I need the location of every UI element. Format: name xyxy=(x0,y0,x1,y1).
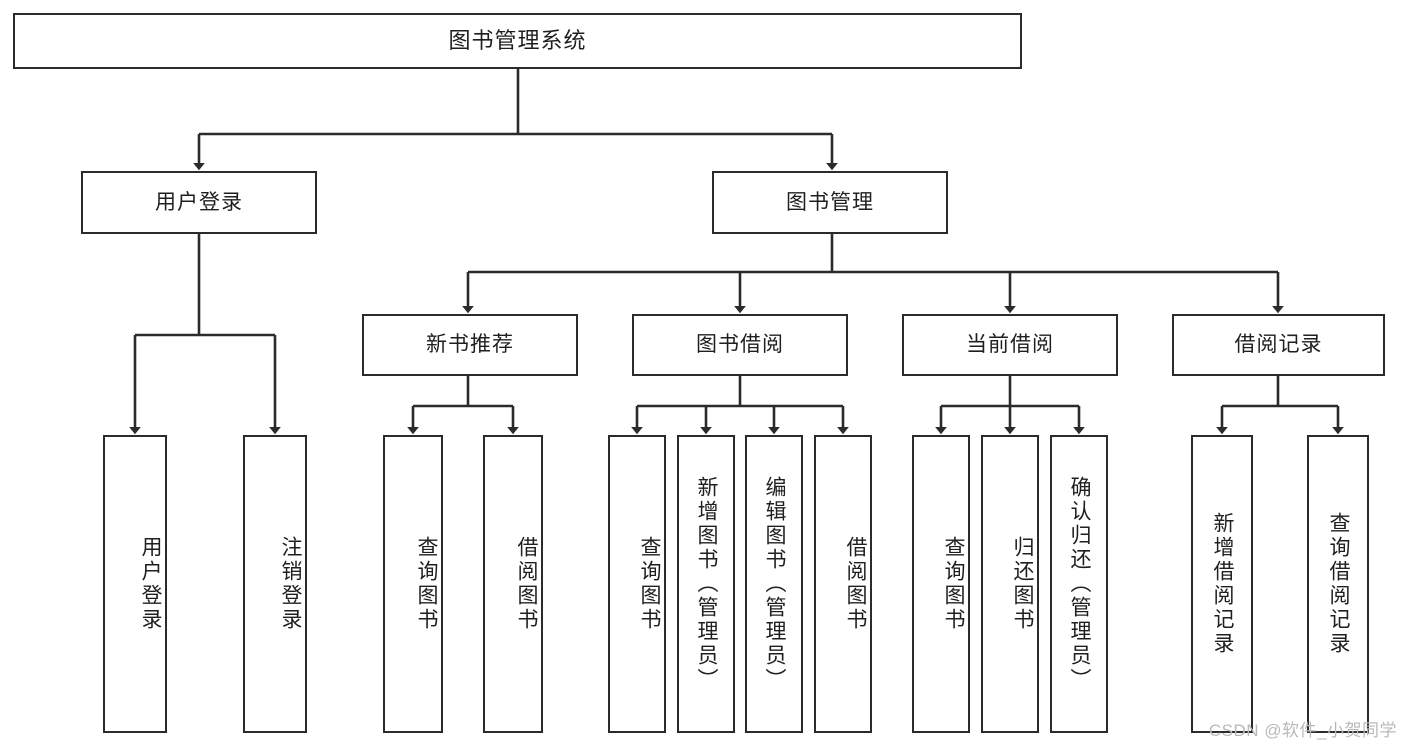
watermark: CSDN @软件_小贺同学 xyxy=(1208,721,1397,740)
leaf-borrow-book-borrow[interactable]: 借阅图书 xyxy=(814,435,872,733)
leaf-return-book[interactable]: 归还图书 xyxy=(981,435,1039,733)
node-user-login[interactable]: 用户登录 xyxy=(81,171,317,234)
leaf-edit-book-admin[interactable]: 编辑图书（管理员） xyxy=(745,435,803,733)
leaf-logout[interactable]: 注销登录 xyxy=(243,435,307,733)
node-new-book-recommend[interactable]: 新书推荐 xyxy=(362,314,578,376)
node-book-manage[interactable]: 图书管理 xyxy=(712,171,948,234)
node-borrow-record[interactable]: 借阅记录 xyxy=(1172,314,1385,376)
leaf-query-book-recommend[interactable]: 查询图书 xyxy=(383,435,443,733)
leaf-query-book-borrow[interactable]: 查询图书 xyxy=(608,435,666,733)
node-book-borrow[interactable]: 图书借阅 xyxy=(632,314,848,376)
leaf-query-borrow-record[interactable]: 查询借阅记录 xyxy=(1307,435,1369,733)
leaf-query-book-current[interactable]: 查询图书 xyxy=(912,435,970,733)
node-current-borrow[interactable]: 当前借阅 xyxy=(902,314,1118,376)
leaf-add-borrow-record[interactable]: 新增借阅记录 xyxy=(1191,435,1253,733)
leaf-confirm-return-admin[interactable]: 确认归还（管理员） xyxy=(1050,435,1108,733)
node-root[interactable]: 图书管理系统 xyxy=(13,13,1022,69)
leaf-borrow-book-recommend[interactable]: 借阅图书 xyxy=(483,435,543,733)
leaf-add-book-admin[interactable]: 新增图书（管理员） xyxy=(677,435,735,733)
leaf-user-login[interactable]: 用户登录 xyxy=(103,435,167,733)
